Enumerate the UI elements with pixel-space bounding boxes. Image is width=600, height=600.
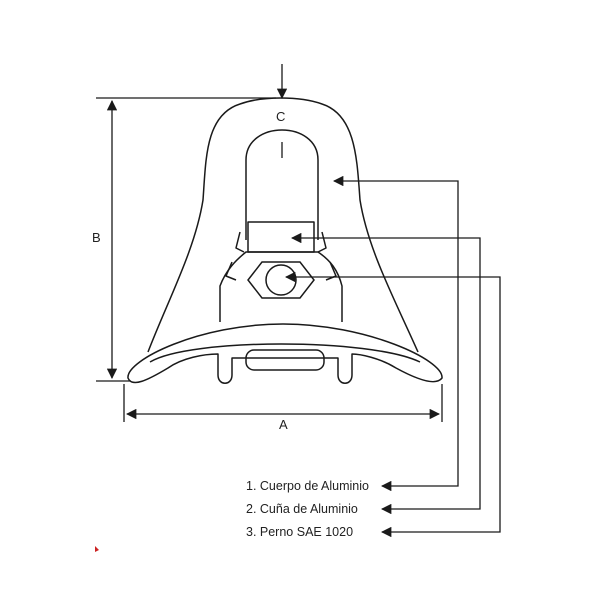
bolt-head-circle: [265, 264, 297, 296]
leader-bolt: [284, 271, 501, 538]
part-label-body: 1. Cuerpo de Aluminio: [246, 479, 369, 493]
wedge-left-wing: [225, 261, 237, 281]
part-label-bolt: 3. Perno SAE 1020: [246, 525, 353, 539]
bolt-hex-nut: [247, 261, 315, 299]
clamp-outer-outline: [147, 97, 419, 353]
leader-body: [332, 175, 459, 492]
wedge-left-nub: [235, 231, 245, 253]
base-inner-rim: [149, 343, 421, 363]
dimension-a-label: A: [279, 417, 288, 432]
clamp-body: [147, 97, 419, 353]
wedge: [219, 221, 343, 322]
dimension-b-label: B: [92, 230, 101, 245]
base-center-window: [245, 349, 325, 371]
bolt: [247, 261, 315, 299]
clamp-base: [127, 323, 443, 384]
leader-lines: [284, 175, 501, 538]
wedge-right-nub: [317, 231, 327, 253]
clamp-eye-slot: [245, 129, 319, 240]
wedge-body: [247, 221, 315, 253]
dimension-c-label: C: [276, 109, 285, 124]
part-label-wedge: 2. Cuña de Aluminio: [246, 502, 358, 516]
leader-wedge: [290, 232, 481, 515]
stray-red-mark: [95, 546, 99, 552]
dimension-b: [96, 97, 276, 382]
